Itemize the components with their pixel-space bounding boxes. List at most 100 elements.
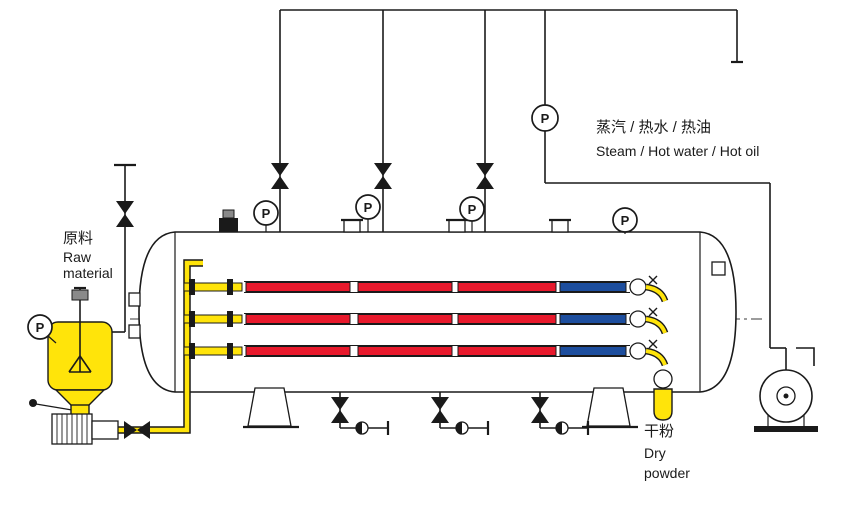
pump-outlet-housing xyxy=(91,420,119,440)
hot-tube-segment xyxy=(245,282,351,292)
dry-powder-label-en2: powder xyxy=(644,465,690,481)
heating-tube-row xyxy=(183,339,669,367)
gauge-dial xyxy=(355,194,381,220)
heating-tube-row xyxy=(183,275,669,303)
pump-discharge-stub xyxy=(796,347,815,366)
left-trunnion-upper xyxy=(128,292,141,307)
gauge-dial xyxy=(531,104,559,132)
rotary-joint xyxy=(629,278,647,296)
drain-line xyxy=(35,403,73,411)
vessel-nozzle xyxy=(446,218,468,233)
flex-hose xyxy=(645,317,667,334)
drain-valve-dot xyxy=(29,399,37,407)
cool-tube-segment xyxy=(559,282,627,292)
right-head-port xyxy=(711,261,726,276)
motor-cap xyxy=(222,209,235,219)
cross-mark-icon xyxy=(648,339,658,349)
dryer-vessel xyxy=(128,209,737,393)
valve-icon xyxy=(374,163,392,189)
pressure-gauge-5: P xyxy=(531,104,559,132)
exhaust-riser-1 xyxy=(271,10,289,232)
valve-icon xyxy=(116,201,134,227)
sight-glass-half xyxy=(456,422,462,434)
agitator xyxy=(68,286,92,373)
heating-medium-label-zh: 蒸汽 / 热水 / 热油 xyxy=(596,119,711,136)
union-fitting xyxy=(189,311,195,327)
vessel-support-right xyxy=(582,387,638,429)
steam-supply-pipe xyxy=(544,10,815,370)
valve-icon xyxy=(476,163,494,189)
sight-glass-half xyxy=(356,422,362,434)
dry-powder-label-en1: Dry xyxy=(644,445,666,461)
valve-icon xyxy=(271,163,289,189)
tube-inlet-segment xyxy=(183,314,243,324)
hot-tube-segment xyxy=(357,346,453,356)
pump-fins xyxy=(56,414,88,444)
pump-base xyxy=(754,426,818,432)
discharge-joint xyxy=(653,369,673,389)
rotary-joint xyxy=(629,342,647,360)
vessel-nozzle xyxy=(341,218,363,233)
gauge-label: P xyxy=(468,202,477,217)
vessel-support-left xyxy=(243,387,299,429)
cool-tube-segment xyxy=(559,314,627,324)
feed-pump xyxy=(51,413,119,445)
hot-tube-segment xyxy=(357,314,453,324)
union-fitting xyxy=(189,343,195,359)
pump-shaft-center xyxy=(783,393,789,399)
heating-medium-label-en: Steam / Hot water / Hot oil xyxy=(596,143,759,159)
raw-material-label-zh: 原料 xyxy=(63,230,93,247)
union-fitting xyxy=(189,279,195,295)
raw-material-label-en2: material xyxy=(63,265,113,281)
valve-icon xyxy=(431,397,449,423)
feed-inlet-motor xyxy=(219,209,238,232)
gauge-dial xyxy=(253,200,279,226)
dry-powder-label-zh: 干粉 xyxy=(644,423,674,440)
drain-assembly-1 xyxy=(331,392,390,435)
flex-hose xyxy=(645,349,667,366)
cool-tube-segment xyxy=(559,346,627,356)
agitator-motor xyxy=(71,289,89,301)
union-fitting xyxy=(227,279,233,295)
hot-tube-segment xyxy=(457,346,557,356)
vessel-nozzle xyxy=(549,218,571,233)
cross-mark-icon xyxy=(648,307,658,317)
circulation-pump xyxy=(754,369,818,432)
pressure-gauge-4: P xyxy=(612,207,638,234)
gauge-label: P xyxy=(621,213,630,228)
pressure-gauge-3: P xyxy=(459,196,485,232)
top-header-pipe xyxy=(280,9,743,64)
flex-hose xyxy=(645,285,667,302)
valve-icon xyxy=(531,397,549,423)
gauge-dial xyxy=(612,207,638,233)
powder-discharge xyxy=(653,369,673,421)
pressure-gauge-2: P xyxy=(355,194,381,232)
pressure-gauge-1: P xyxy=(253,200,279,232)
hot-tube-segment xyxy=(457,314,557,324)
hot-tube-segment xyxy=(457,282,557,292)
drain-assembly-3 xyxy=(531,392,590,435)
sight-glass-half xyxy=(556,422,562,434)
cross-mark-icon xyxy=(648,275,658,285)
hot-tube-segment xyxy=(245,314,351,324)
motor-body xyxy=(219,218,238,232)
powder-canister xyxy=(653,388,673,421)
exhaust-riser-2 xyxy=(374,10,392,232)
gauge-dial xyxy=(27,314,53,340)
gauge-label: P xyxy=(262,206,271,221)
gauge-label: P xyxy=(541,111,550,126)
hot-tube-segment xyxy=(357,282,453,292)
heating-tube-row xyxy=(183,307,669,335)
pressure-gauge-6: P xyxy=(27,314,57,344)
left-trunnion-lower xyxy=(128,324,141,339)
feed-hopper xyxy=(29,286,113,417)
gauge-label: P xyxy=(364,200,373,215)
rotary-joint xyxy=(629,310,647,328)
gauge-dial xyxy=(459,196,485,222)
valve-icon xyxy=(331,397,349,423)
raw-material-label-en1: Raw xyxy=(63,249,92,265)
exhaust-riser-3 xyxy=(476,10,494,232)
union-fitting xyxy=(227,343,233,359)
